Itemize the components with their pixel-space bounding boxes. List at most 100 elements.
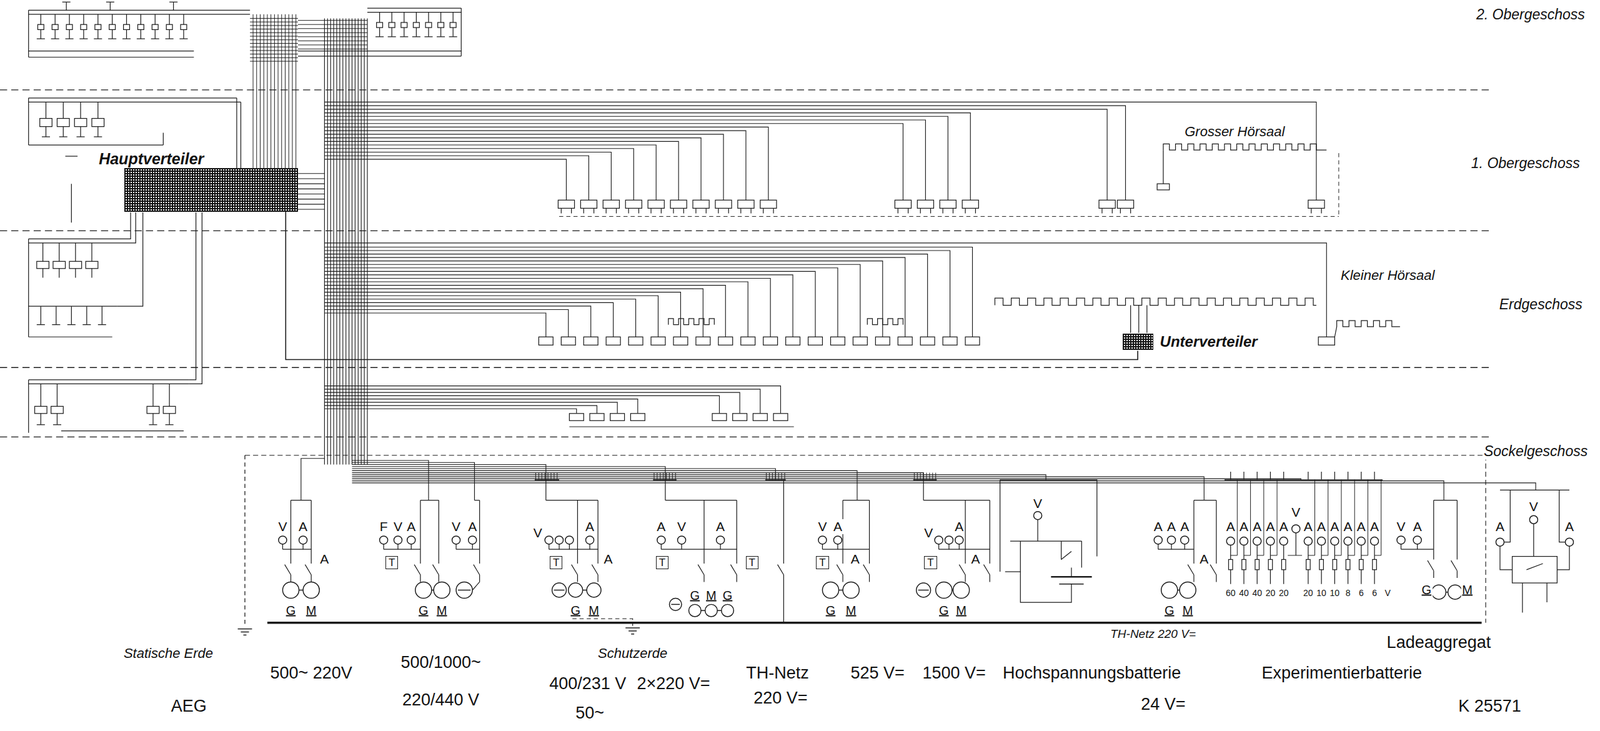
wire-line [282,549,312,550]
board-symbol [965,336,980,345]
meter-letter: A [1238,519,1250,535]
wire-line [775,472,776,480]
machine-symbol [552,582,567,598]
wire-line [918,589,930,591]
wire-line [558,544,560,550]
wire-line [28,98,29,145]
wire-line [330,18,332,465]
board-symbol [589,413,605,421]
wire-line [45,101,47,119]
wire-line [298,198,325,200]
machine-letter: G [417,603,430,618]
wire-line [71,183,72,223]
machine-symbol [282,581,299,598]
board-symbol [897,336,913,345]
board-symbol [425,22,432,28]
board-symbol [1372,559,1377,570]
wire-line [97,126,99,137]
wire-line [63,101,64,119]
meter-symbol [818,536,827,545]
wire-line [324,278,771,337]
meter-letter: A [849,551,861,567]
board-symbol [737,199,755,209]
wire-line [1373,545,1375,560]
board-symbol [137,24,144,30]
wire-line [1401,549,1434,550]
wire-line [897,208,899,214]
wire-line [82,324,91,325]
wire-line [672,472,673,480]
wire-line [0,230,1492,232]
wire-line [351,481,1444,501]
wire-line [28,238,123,240]
board-symbol [34,406,48,413]
wire-line [1320,471,1322,480]
wire-line [705,208,707,214]
tap-voltage: 10 [1315,587,1328,598]
wire-line [298,32,368,34]
main-distributor: Hauptverteiler [96,149,299,212]
meter-symbol [555,536,564,545]
wire-line [1320,545,1322,560]
wire-line [367,11,462,13]
wire-line [324,141,679,200]
wire-line [249,24,299,26]
wire-line [302,544,304,550]
wire-line [1170,544,1172,550]
meter-letter: V [1528,498,1540,514]
machine-letter: G [284,603,298,618]
wire-line [1334,479,1342,556]
meter-letter: A [1264,519,1276,535]
wire-line [672,208,674,214]
wire-line [1308,479,1316,556]
meter-letter: A [1342,519,1354,535]
board-symbol [437,22,445,28]
wire-line [411,544,412,550]
board-symbol [752,413,768,421]
wire-line [282,544,284,550]
wire-line [582,589,588,591]
board-symbol [1281,559,1286,570]
wire-line [438,500,440,564]
wire-line [920,208,921,214]
wire-line [769,472,770,480]
node-text: Unterverteiler [1160,332,1258,352]
tap-voltage: 40 [1250,587,1264,598]
board-symbol [538,336,553,345]
meter-symbol [393,536,402,545]
wire-line [387,36,397,37]
wire-line [548,544,550,550]
wire-line [939,549,991,550]
supply-label: 525 V= [849,664,906,684]
wire-line [324,105,1126,200]
board-symbol [695,336,711,345]
instrument-box: T [549,556,563,570]
wire-line [669,472,670,480]
wire-line [290,499,312,501]
wire-line [589,544,590,550]
wire-line [660,549,737,550]
board-symbol [37,24,44,30]
meter-letter: A [1251,519,1263,535]
instrument-box: T [745,556,759,570]
wire-line [1146,305,1148,333]
wire-line [263,14,265,169]
meter-letter: V [675,519,688,535]
wire-line [561,208,562,214]
wire-line [456,549,480,550]
wire-line [244,455,245,628]
wire-line [419,500,421,564]
wire-line [938,544,940,550]
meter-symbol [1356,537,1366,546]
meter-symbol [1370,537,1379,546]
wire-line [36,324,45,325]
wire-line [122,38,131,39]
wire-line [1130,305,1131,333]
wire-line [324,302,613,337]
wire-line [765,472,767,480]
wire-line [1010,540,1082,542]
wire-line [1061,551,1072,560]
meter-symbol [1317,537,1326,546]
wire-line [1374,479,1382,556]
wire-line [656,472,658,480]
